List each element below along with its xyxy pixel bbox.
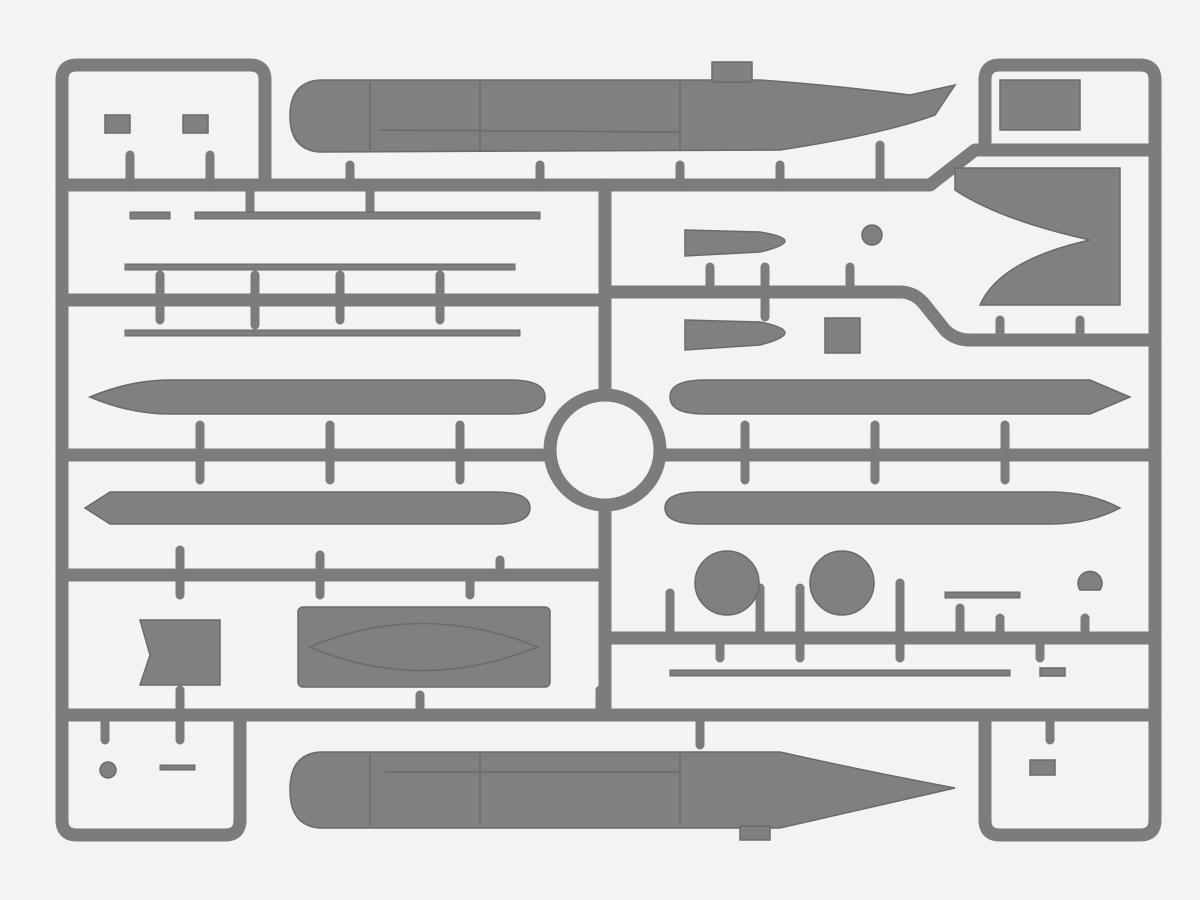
submarine-hull-bottom bbox=[289, 751, 956, 841]
torpedo-4 bbox=[664, 491, 1122, 525]
gates bbox=[100, 140, 1090, 750]
runner-top bbox=[55, 143, 1162, 192]
small-parts bbox=[99, 79, 1121, 779]
submarine-hull-top bbox=[289, 61, 957, 153]
torpedo-3 bbox=[669, 379, 1132, 415]
torpedo-1 bbox=[88, 379, 546, 415]
torpedoes bbox=[83, 379, 1132, 525]
torpedo-2 bbox=[83, 491, 531, 525]
runner-right-upper bbox=[598, 285, 1162, 347]
sprue-frame bbox=[55, 58, 1162, 842]
runner-center-ring bbox=[543, 388, 667, 512]
